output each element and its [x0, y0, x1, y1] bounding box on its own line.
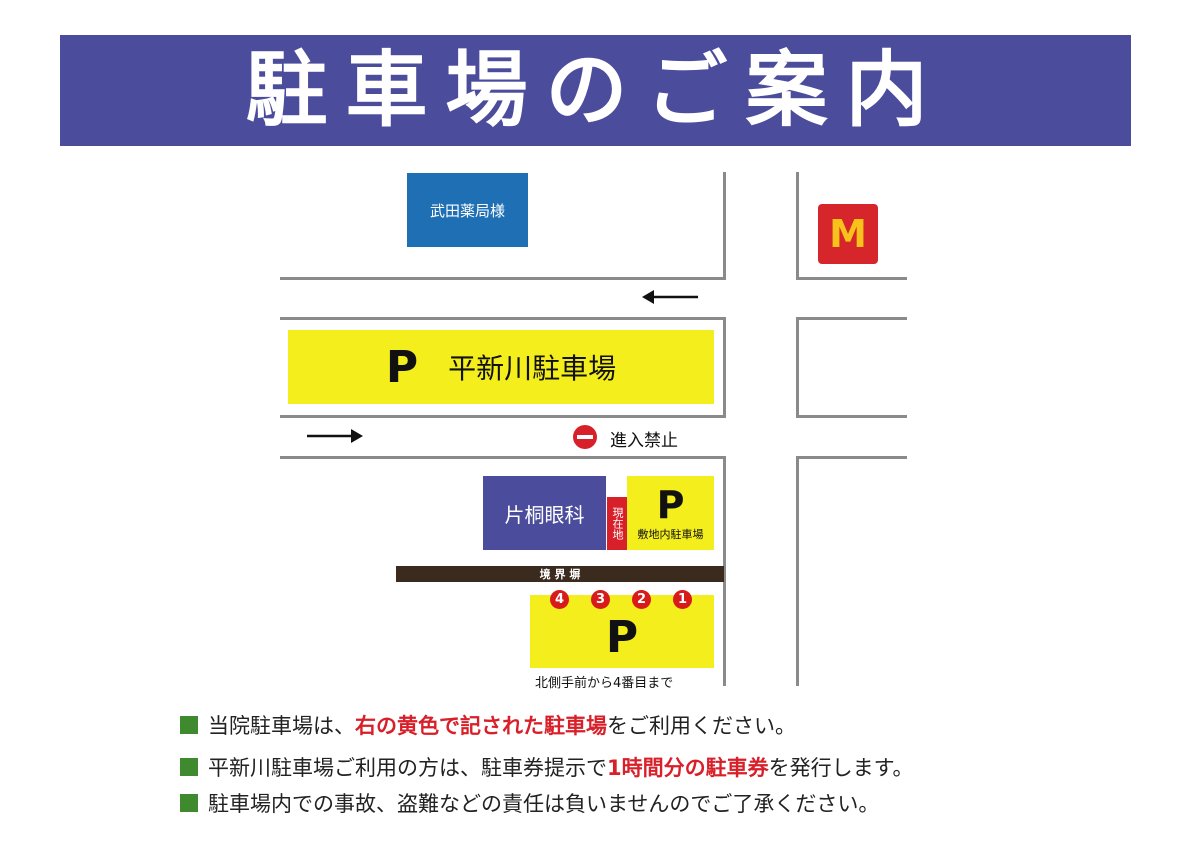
space-number-3: 3 — [591, 590, 610, 609]
boundary-wall: 境 界 塀 — [396, 566, 724, 582]
bullet-square-icon — [180, 794, 198, 812]
bullet-square-icon — [180, 758, 198, 776]
space-number-2: 2 — [632, 590, 651, 609]
heishinkawa-parking-label: 平新川駐車場 — [448, 352, 617, 385]
parking-icon: P — [605, 612, 639, 663]
heishinkawa-parking: P 平新川駐車場 — [288, 330, 714, 404]
bullet-square-icon — [180, 716, 198, 734]
note-3: 駐車場内での事故、盗難などの責任は負いませんのでご了承ください。 — [180, 788, 879, 818]
parking-icon: P — [656, 483, 685, 527]
onsite-parking-label: 敷地内駐車場 — [637, 528, 704, 541]
clinic-building: 片桐眼科 — [483, 476, 606, 550]
arrow-left-icon — [642, 290, 698, 304]
current-location-marker: 現在地 — [607, 497, 627, 550]
space-number-4: 4 — [550, 590, 569, 609]
lot-caption: 北側手前から4番目まで — [535, 676, 674, 691]
parking-icon: P — [385, 341, 419, 393]
onsite-parking: P 敷地内駐車場 — [627, 476, 714, 550]
mcdonalds-logo: M — [818, 204, 878, 264]
pharmacy-building: 武田薬局様 — [407, 173, 528, 247]
page-title: 駐車場のご案内 — [60, 35, 1131, 146]
no-entry-icon — [573, 425, 597, 449]
space-number-1: 1 — [673, 590, 692, 609]
arrow-right-icon — [307, 429, 363, 443]
no-entry-label: 進入禁止 — [610, 431, 678, 451]
note-1: 当院駐車場は、右の黄色で記された駐車場をご利用ください。 — [180, 710, 796, 740]
